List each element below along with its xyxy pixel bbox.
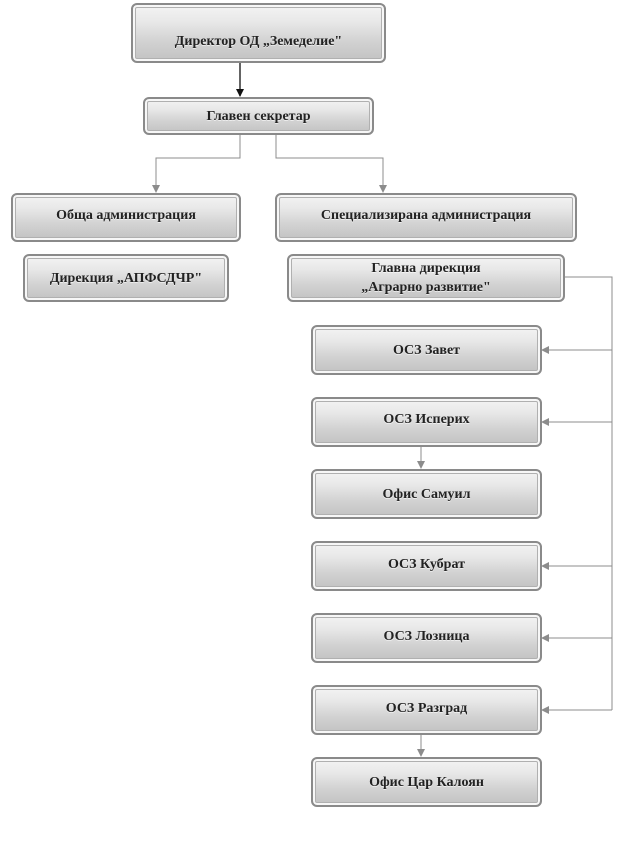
specialized-administration-label: Специализирана администрация xyxy=(320,208,532,223)
connector-secretary-special xyxy=(275,135,387,193)
office-loznitsa-box: ОСЗ Лозница xyxy=(311,613,542,663)
director-box: Директор ОД „Земеделие" xyxy=(131,3,386,63)
office-razgrad-box: ОСЗ Разград xyxy=(311,685,542,735)
general-administration-box: Обща администрация xyxy=(11,193,241,242)
chief-secretary-box: Главен секретар xyxy=(143,97,374,135)
directorate-apfsdchr-label: Дирекция „АПФСДЧР" xyxy=(49,270,203,286)
office-kubrat-label: ОСЗ Кубрат xyxy=(388,557,465,572)
director-label: Директор ОД „Земеделие" xyxy=(174,34,343,49)
office-isperih-label: ОСЗ Исперих xyxy=(383,412,470,427)
general-administration-label: Обща администрация xyxy=(56,208,196,223)
office-samuil-label: Офис Самуил xyxy=(382,486,471,502)
office-razgrad-label: ОСЗ Разград xyxy=(385,701,468,716)
connector-main-directorate-bus xyxy=(565,276,613,710)
office-isperih-box: ОСЗ Исперих xyxy=(311,397,542,447)
office-samuil-box: Офис Самуил xyxy=(311,469,542,519)
specialized-administration-box: Специализирана администрация xyxy=(275,193,577,242)
directorate-apfsdchr-box: Дирекция „АПФСДЧР" xyxy=(23,254,229,302)
office-kubrat-box: ОСЗ Кубрат xyxy=(311,541,542,591)
office-tsar-kaloyan-label: Офис Цар Калоян xyxy=(369,774,484,790)
main-directorate-box: Главна дирекция „Аграрно развитие" xyxy=(287,254,565,302)
main-directorate-label: Главна дирекция „Аграрно развитие" xyxy=(361,261,491,295)
office-zavet-box: ОСЗ Завет xyxy=(311,325,542,375)
connector-secretary-general xyxy=(152,135,241,193)
office-tsar-kaloyan-box: Офис Цар Калоян xyxy=(311,757,542,807)
office-loznitsa-label: ОСЗ Лозница xyxy=(383,629,470,644)
chief-secretary-label: Главен секретар xyxy=(206,108,311,124)
office-zavet-label: ОСЗ Завет xyxy=(392,342,461,358)
